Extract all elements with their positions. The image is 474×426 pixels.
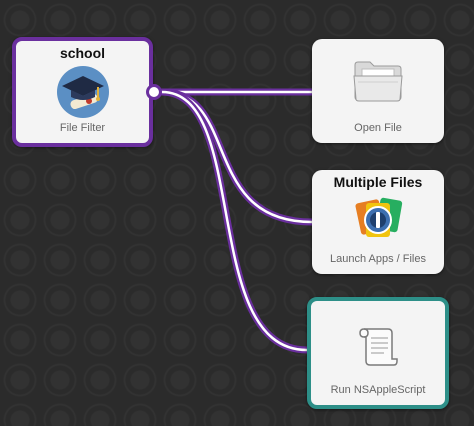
node-run-nsapplescript[interactable]: Run NSAppleScript xyxy=(307,297,449,409)
node-title: Multiple Files xyxy=(333,174,423,190)
graduation-cap-icon xyxy=(56,65,110,124)
node-label: Open File xyxy=(354,122,402,134)
output-port[interactable] xyxy=(146,84,162,100)
apps-stack-icon xyxy=(352,195,404,246)
folder-icon xyxy=(352,57,404,108)
node-file-filter-school[interactable]: school File Filter xyxy=(12,37,153,147)
node-open-file[interactable]: Open File xyxy=(312,39,444,143)
node-label: Run NSAppleScript xyxy=(330,384,426,396)
node-title: school xyxy=(59,45,106,61)
script-scroll-icon xyxy=(356,323,400,374)
node-label: Launch Apps / Files xyxy=(329,253,426,265)
node-label: File Filter xyxy=(59,122,106,134)
node-launch-apps-files[interactable]: Multiple Files Launch Apps / Files xyxy=(312,170,444,274)
connection-wire-multiple-files[interactable] xyxy=(158,88,316,226)
